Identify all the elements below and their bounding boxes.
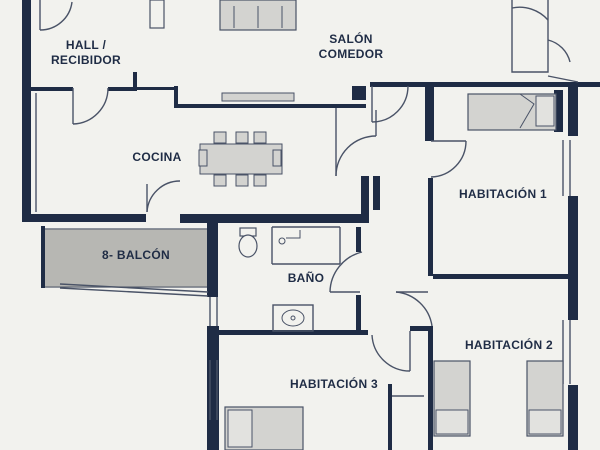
room-label-bano: BAÑO: [287, 271, 325, 285]
door-swing-icon: [72, 87, 109, 125]
salon-label-line1: SALÓN: [329, 32, 373, 46]
hall-label-line2: RECIBIDOR: [50, 53, 122, 67]
room-label-balcon: 8- BALCÓN: [101, 248, 171, 262]
salon-label-line2: COMEDOR: [318, 47, 384, 61]
toilet-icon: [238, 227, 258, 258]
sink-icon: [281, 309, 305, 327]
room-label-habitacion3: HABITACIÓN 3: [289, 377, 379, 391]
hall-label-line1: HALL /: [65, 38, 107, 52]
sofa-icon: [219, 0, 297, 31]
room-label-hall: HALL / RECIBIDOR: [44, 38, 128, 68]
bed-icon: [526, 360, 564, 437]
room-label-habitacion1: HABITACIÓN 1: [458, 187, 548, 201]
interior-lines: [35, 0, 579, 420]
room-label-cocina: COCINA: [132, 150, 182, 164]
armchair-icon: [149, 0, 165, 29]
dining-table-icon: [198, 131, 283, 187]
bed-icon: [433, 360, 471, 437]
furniture: [149, 0, 564, 450]
balcony-area: [43, 228, 211, 288]
shower-icon: [278, 230, 301, 245]
room-label-habitacion2: HABITACIÓN 2: [464, 338, 554, 352]
bed-icon: [224, 406, 304, 450]
bed-icon: [467, 93, 557, 131]
room-label-salon: SALÓN COMEDOR: [306, 32, 396, 62]
